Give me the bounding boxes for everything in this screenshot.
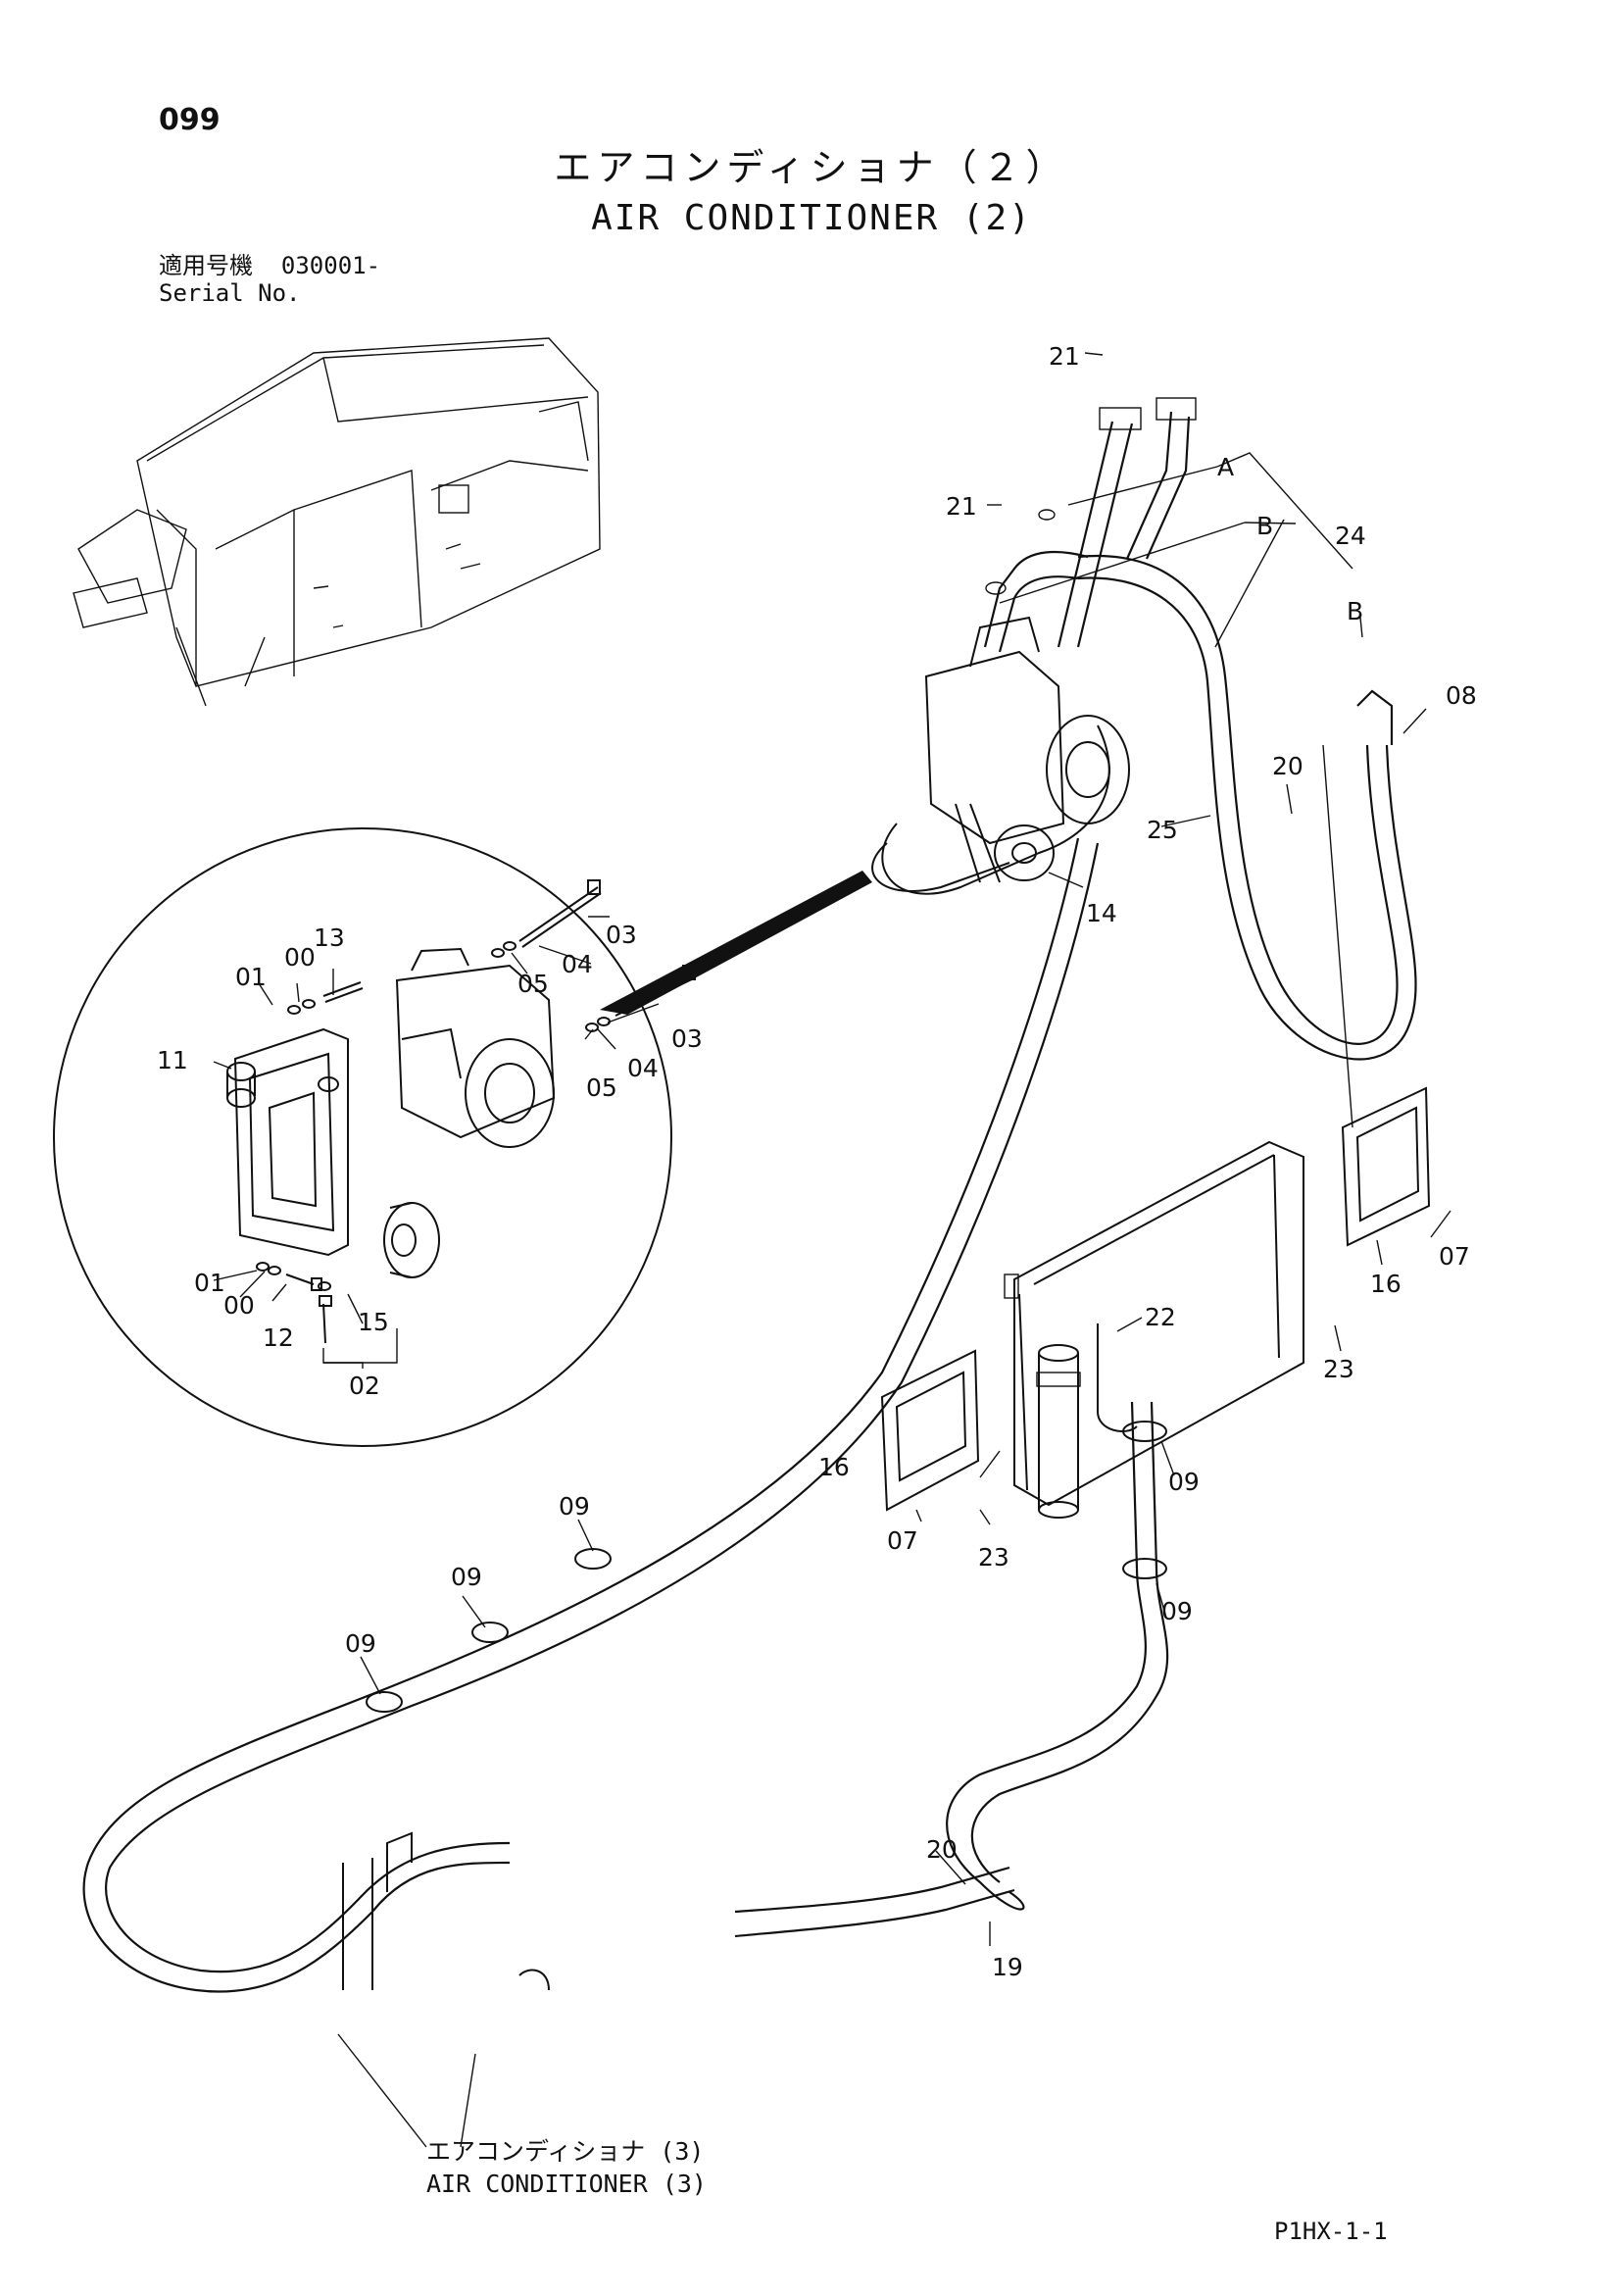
callout-11: 11 [157, 1046, 188, 1074]
page-number: 099 [159, 103, 221, 137]
liquid-line [946, 1401, 1169, 1911]
callout-04: 04 [627, 1054, 659, 1082]
clamps-09 [366, 1421, 1167, 1713]
callout-B: B [1347, 597, 1363, 625]
hose-24 [1077, 554, 1417, 1061]
callout-labels: 21 21 A B 24 B 08 20 25 14 03 04 05 03 0… [157, 342, 1477, 1981]
callout-24: 24 [1335, 522, 1366, 550]
callout-09: 09 [1168, 1468, 1200, 1496]
machine-overview-sketch [73, 337, 601, 707]
callout-20: 20 [1272, 752, 1303, 780]
mount-bracket-right [1341, 1086, 1431, 1247]
callout-21: 21 [1049, 342, 1080, 371]
callout-20: 20 [926, 1835, 958, 1864]
drawing-code: P1HX-1-1 [1274, 2218, 1388, 2245]
callout-B: B [1256, 512, 1273, 540]
receiver-dryer [1036, 1323, 1138, 1519]
callout-04: 04 [562, 950, 593, 978]
callout-15: 15 [358, 1308, 389, 1336]
page-title-jp: エアコンディショナ（２） [554, 146, 1069, 189]
callout-12: 12 [263, 1323, 294, 1352]
cross-reference: エアコンディショナ (3) AIR CONDITIONER (3) [426, 2135, 707, 2200]
bottom-fittings [342, 1831, 550, 1991]
serial-value: 030001- [280, 252, 381, 279]
callout-00: 00 [284, 943, 316, 972]
callout-13: 13 [314, 923, 345, 952]
callout-14: 14 [1086, 899, 1117, 927]
callout-03: 03 [671, 1024, 703, 1053]
callout-01: 01 [194, 1269, 225, 1297]
callout-A: A [1217, 453, 1234, 481]
callout-07: 07 [887, 1526, 918, 1555]
discharge-lines [983, 397, 1197, 653]
callout-01: 01 [235, 963, 267, 991]
callout-23: 23 [1323, 1355, 1354, 1383]
callout-02: 02 [349, 1372, 380, 1400]
serial-label-jp: 適用号機 [159, 252, 253, 279]
serial-label-en: Serial No. [159, 278, 301, 307]
callout-09: 09 [559, 1492, 590, 1521]
callout-22: 22 [1145, 1303, 1176, 1331]
detail-fasteners [256, 879, 696, 1344]
callout-09: 09 [451, 1563, 482, 1591]
suction-hose-long [82, 837, 1100, 1993]
callout-23: 23 [978, 1543, 1009, 1572]
callout-03: 03 [606, 921, 637, 949]
serial-block: 適用号機 030001- Serial No. [159, 252, 381, 307]
callout-25: 25 [1147, 816, 1178, 844]
callout-08: 08 [1446, 681, 1477, 710]
callout-19: 19 [992, 1953, 1023, 1981]
compressor-assembly [871, 616, 1130, 895]
idler-pulley-detail [383, 1202, 440, 1278]
condenser [1004, 1140, 1304, 1507]
compressor-detail [395, 947, 556, 1148]
callout-09: 09 [1161, 1597, 1193, 1625]
detail-circle [53, 827, 872, 1447]
cross-reference-jp: エアコンディショナ (3) [426, 2137, 705, 2166]
page-title-en: AIR CONDITIONER (2) [591, 198, 1032, 238]
cross-reference-en: AIR CONDITIONER (3) [426, 2170, 707, 2198]
callout-07: 07 [1439, 1242, 1470, 1271]
callout-00: 00 [223, 1291, 255, 1320]
mount-bracket-left [880, 1349, 980, 1512]
leader-lines [213, 352, 1451, 2148]
callout-16: 16 [1370, 1270, 1402, 1298]
callout-05: 05 [586, 1073, 617, 1102]
callout-16: 16 [818, 1453, 850, 1481]
compressor-bracket-part [226, 1027, 349, 1257]
lower-hose-segment [734, 1866, 1015, 1938]
callout-21: 21 [946, 492, 977, 521]
callout-09: 09 [345, 1629, 376, 1658]
callout-05: 05 [517, 970, 549, 998]
